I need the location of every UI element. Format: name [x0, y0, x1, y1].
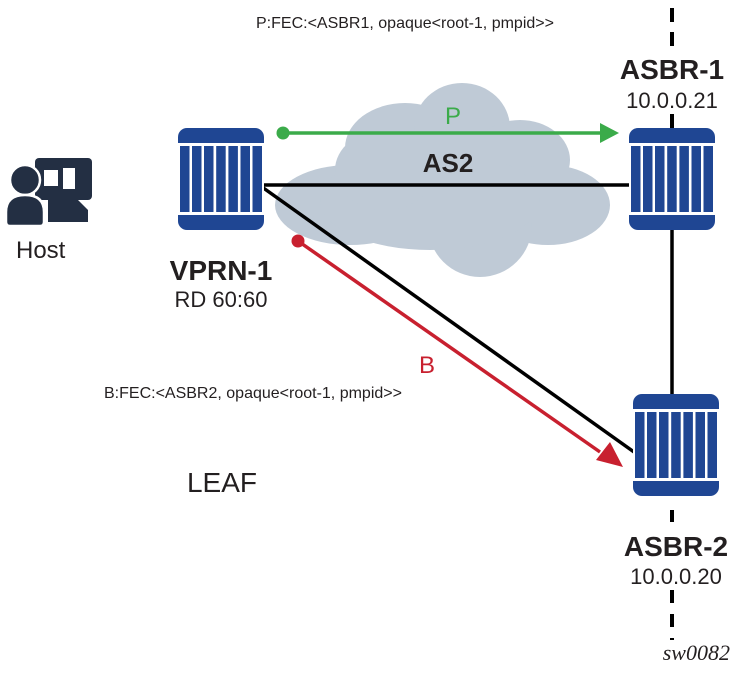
vprn1-name: VPRN-1 — [170, 255, 273, 286]
asbr1-address: 10.0.0.21 — [626, 88, 718, 113]
asbr2-address: 10.0.0.20 — [630, 564, 722, 589]
p-fec-label: P:FEC:<ASBR1, opaque<root-1, pmpid>> — [256, 15, 554, 32]
asbr2-name: ASBR-2 — [624, 531, 728, 562]
b-fec-label: B:FEC:<ASBR2, opaque<root-1, pmpid>> — [104, 385, 402, 402]
vprn1-router-icon — [178, 128, 264, 230]
b-arrow-label: B — [419, 352, 435, 379]
asbr2-router-icon — [633, 394, 719, 496]
b-arrow — [291, 234, 623, 467]
host-label: Host — [16, 237, 66, 264]
figure-id: sw0082 — [663, 640, 730, 665]
asbr1-name: ASBR-1 — [620, 54, 724, 85]
p-arrow — [276, 123, 619, 143]
p-arrow-label: P — [445, 103, 461, 130]
as2-label: AS2 — [423, 148, 474, 178]
asbr1-router-icon — [629, 128, 715, 230]
host-workstation-icon — [4, 158, 92, 228]
leaf-label: LEAF — [187, 467, 257, 498]
link-vprn1-asbr2 — [260, 185, 636, 454]
as2-cloud — [275, 83, 610, 277]
vprn1-rd: RD 60:60 — [175, 287, 268, 312]
